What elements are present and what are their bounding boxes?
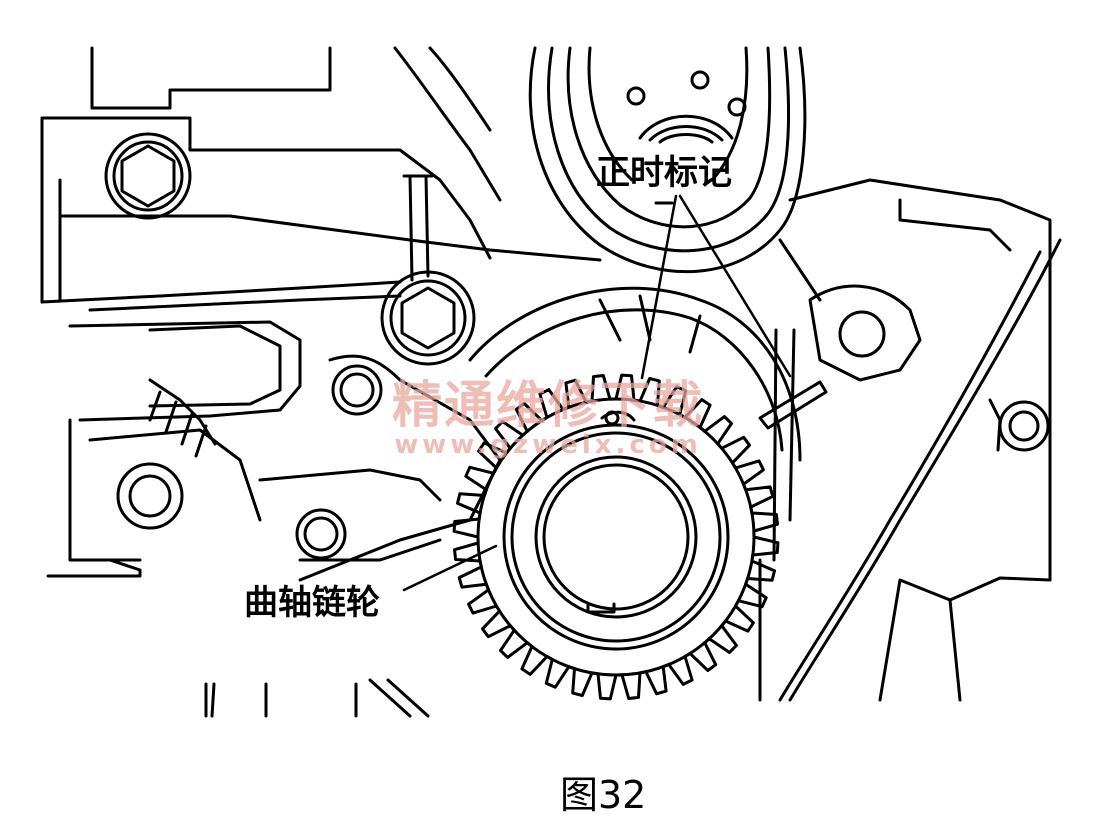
- upper-pulley: [530, 48, 805, 272]
- front-cover-arc: [470, 288, 800, 460]
- engine-block-upper-left: [42, 48, 600, 310]
- bottom-marks: [206, 560, 760, 716]
- engine-block-right: [774, 180, 1060, 700]
- bolt-tensioner-bracket: [382, 176, 474, 364]
- leader-crank-sprocket: [404, 546, 496, 590]
- chain-tensioner: [48, 322, 300, 576]
- crank-sprocket-label: 曲轴链轮: [244, 583, 380, 623]
- leader-lines: [404, 196, 790, 590]
- bolt-upper-left: [106, 134, 190, 218]
- figure-caption: 图32: [560, 773, 647, 817]
- crankshaft-sprocket: [454, 375, 778, 699]
- timing-mark-label: 正时标记: [596, 153, 732, 193]
- leader-timing-to-sprocket: [642, 196, 676, 378]
- leader-timing-to-case: [680, 196, 790, 376]
- case-timing-pointer: [760, 382, 826, 428]
